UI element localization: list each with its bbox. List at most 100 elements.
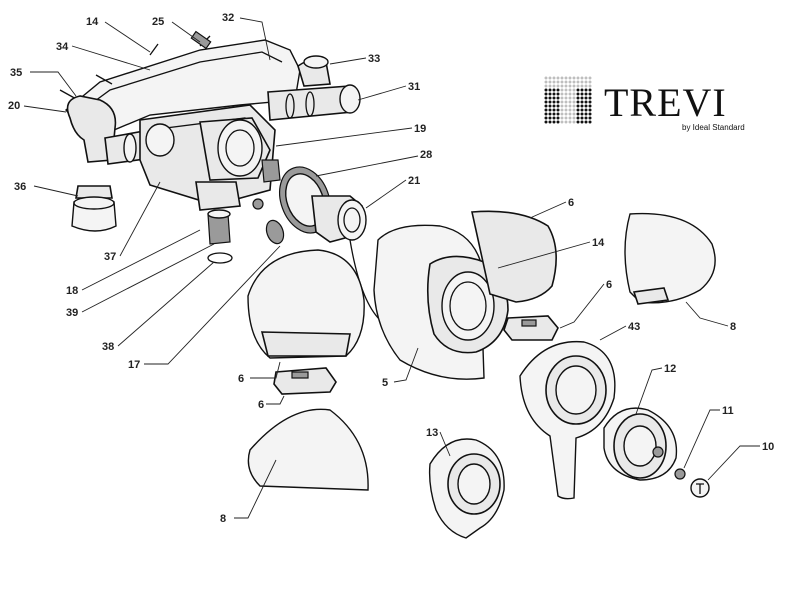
logo-dot <box>544 100 548 104</box>
callout-12: 12 <box>664 363 676 375</box>
logo-dot <box>576 84 580 88</box>
callout-5: 5 <box>382 377 388 389</box>
callout-14-mid: 14 <box>592 237 605 249</box>
logo-dot <box>568 96 572 100</box>
callout-34: 34 <box>56 41 69 53</box>
logo-dot <box>552 80 556 84</box>
logo-dot <box>560 112 564 116</box>
callout-14-top: 14 <box>86 16 99 28</box>
bottom-cap <box>247 408 369 491</box>
logo-dot <box>552 92 556 96</box>
logo-dot <box>588 80 592 84</box>
logo-dot <box>576 120 580 124</box>
logo-dot <box>552 76 556 80</box>
logo-dot <box>568 92 572 96</box>
logo-dot <box>552 84 556 88</box>
logo-dot <box>588 104 592 108</box>
logo-dot <box>588 120 592 124</box>
logo-dot <box>544 112 548 116</box>
logo-dot <box>552 104 556 108</box>
valve-body-assembly <box>59 30 361 264</box>
logo-dot <box>548 112 552 116</box>
logo-dot <box>544 104 548 108</box>
logo-dot <box>576 88 580 92</box>
callout-20: 20 <box>8 100 20 112</box>
logo-dot <box>548 80 552 84</box>
logo-dot <box>560 116 564 120</box>
logo-dot <box>572 88 576 92</box>
logo-dot <box>552 100 556 104</box>
logo-dot <box>556 104 560 108</box>
callout-6-mid: 6 <box>606 279 612 291</box>
logo-dot <box>564 80 568 84</box>
callout-labels: 14 25 32 34 33 35 31 20 19 28 36 21 6 37… <box>8 12 774 525</box>
logo-dot <box>584 92 588 96</box>
logo-dot <box>560 108 564 112</box>
right-cap <box>624 212 716 305</box>
callout-35: 35 <box>10 67 22 79</box>
dot-matrix-icon <box>544 76 592 124</box>
logo-dot <box>548 84 552 88</box>
left-cover <box>247 249 365 395</box>
logo-dot <box>556 76 560 80</box>
logo-dot <box>548 108 552 112</box>
logo-dot <box>560 80 564 84</box>
logo-dot <box>584 88 588 92</box>
logo-dot <box>560 76 564 80</box>
logo-dot <box>580 104 584 108</box>
logo-dot <box>568 84 572 88</box>
callout-32: 32 <box>222 12 234 24</box>
callout-25: 25 <box>152 16 164 28</box>
callout-36: 36 <box>14 181 26 193</box>
ring-cover <box>428 438 505 539</box>
logo-dot <box>556 108 560 112</box>
logo-dot <box>544 80 548 84</box>
logo-dot <box>576 116 580 120</box>
logo-dot <box>576 108 580 112</box>
logo-dot <box>544 92 548 96</box>
logo-dot <box>556 96 560 100</box>
logo-dot <box>564 104 568 108</box>
logo-dot <box>568 104 572 108</box>
logo-dot <box>556 120 560 124</box>
logo-dot <box>588 84 592 88</box>
logo-dot <box>568 120 572 124</box>
logo-dot <box>564 96 568 100</box>
logo-dot <box>548 88 552 92</box>
callout-8-bottom: 8 <box>220 513 226 525</box>
logo-dot <box>544 84 548 88</box>
logo-dot <box>588 96 592 100</box>
logo-dot <box>544 108 548 112</box>
logo-dot <box>580 108 584 112</box>
logo-dot <box>588 108 592 112</box>
logo-dot <box>548 120 552 124</box>
callout-6-top: 6 <box>568 197 574 209</box>
logo-dot <box>568 76 572 80</box>
logo-dot <box>572 96 576 100</box>
logo-dot <box>564 76 568 80</box>
logo-dot <box>548 100 552 104</box>
logo-dot <box>576 92 580 96</box>
callout-28: 28 <box>420 149 432 161</box>
logo-dot <box>552 120 556 124</box>
logo-dot <box>588 116 592 120</box>
callout-38: 38 <box>102 341 114 353</box>
callout-43: 43 <box>628 321 640 333</box>
logo-dot <box>564 92 568 96</box>
callout-11: 11 <box>722 405 734 417</box>
logo-dot <box>576 112 580 116</box>
gear-spindle-assembly <box>265 166 393 327</box>
brand-tagline: by Ideal Standard <box>682 123 745 132</box>
logo-dot <box>556 100 560 104</box>
logo-dot <box>544 96 548 100</box>
logo-dot <box>568 112 572 116</box>
logo-dot <box>576 100 580 104</box>
logo-dot <box>580 80 584 84</box>
logo-dot <box>568 80 572 84</box>
logo-dot <box>572 100 576 104</box>
logo-dot <box>580 84 584 88</box>
clip-right <box>503 315 559 341</box>
logo-dot <box>580 100 584 104</box>
callout-6-bottom: 6 <box>258 399 264 411</box>
brand-name: TREVI <box>604 80 727 125</box>
